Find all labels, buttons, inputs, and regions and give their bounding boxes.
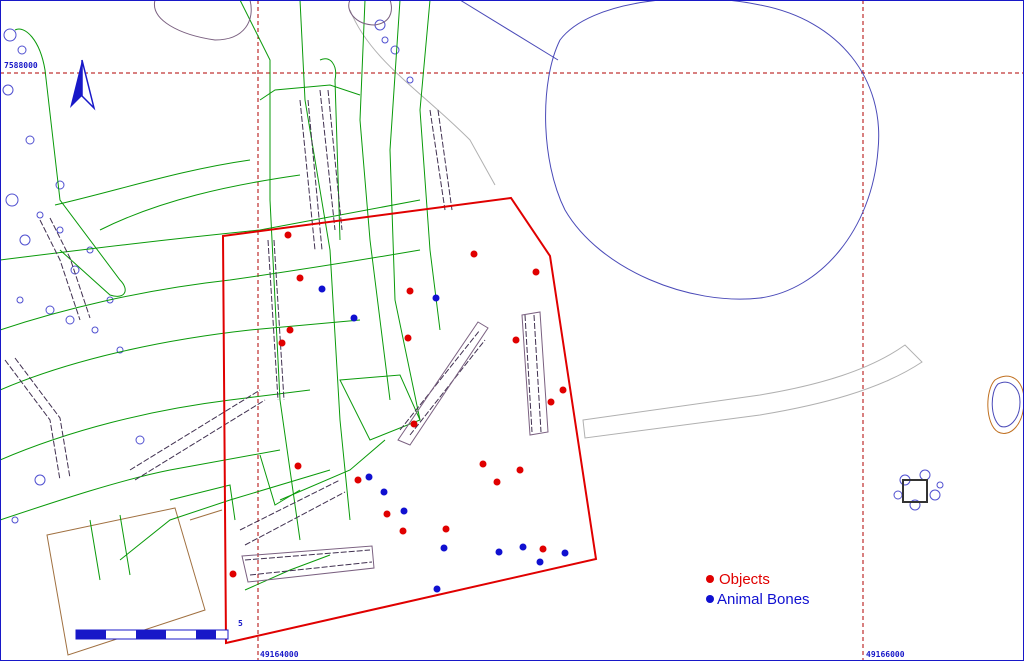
animal-bone-find-marker[interactable] xyxy=(536,558,544,566)
structure-outline xyxy=(46,507,223,656)
feature-outlines xyxy=(0,0,441,591)
object-find-marker[interactable] xyxy=(296,274,304,282)
legend-objects-label: Objects xyxy=(719,571,770,588)
trail-outline xyxy=(349,9,923,439)
object-find-marker[interactable] xyxy=(532,268,540,276)
object-find-marker[interactable] xyxy=(404,334,412,342)
stone-scatter xyxy=(2,19,944,524)
scale-bar: 5 xyxy=(75,619,243,640)
object-find-marker[interactable] xyxy=(516,466,524,474)
object-find-marker[interactable] xyxy=(559,386,567,394)
stone-feature-square xyxy=(902,479,928,503)
animal-bone-find-marker[interactable] xyxy=(432,294,440,302)
object-find-marker[interactable] xyxy=(512,336,520,344)
easting-label-1: 49164000 xyxy=(260,650,299,659)
northing-label: 7588000 xyxy=(4,61,38,70)
easting-label-2: 49166000 xyxy=(866,650,905,659)
object-find-marker[interactable] xyxy=(278,339,286,347)
animal-bone-find-marker[interactable] xyxy=(380,488,388,496)
legend-objects-marker xyxy=(706,575,714,583)
object-find-marker[interactable] xyxy=(284,231,292,239)
excavation-boundary xyxy=(221,196,598,645)
scale-bar-label: 5 xyxy=(238,619,243,628)
legend-animal-bones-marker xyxy=(706,595,714,603)
object-find-marker[interactable] xyxy=(410,420,418,428)
contour-lines xyxy=(459,0,1024,434)
animal-bone-find-marker[interactable] xyxy=(318,285,326,293)
animal-bone-find-marker[interactable] xyxy=(561,549,569,557)
animal-bone-find-marker[interactable] xyxy=(440,544,448,552)
object-find-marker[interactable] xyxy=(354,476,362,484)
animal-bone-find-marker[interactable] xyxy=(433,585,441,593)
object-find-marker[interactable] xyxy=(547,398,555,406)
object-find-marker[interactable] xyxy=(229,570,237,578)
object-find-marker[interactable] xyxy=(406,287,414,295)
object-find-marker[interactable] xyxy=(470,250,478,258)
animal-bone-find-marker[interactable] xyxy=(495,548,503,556)
object-find-marker[interactable] xyxy=(383,510,391,518)
animal-bone-find-marker[interactable] xyxy=(365,473,373,481)
hatched-features xyxy=(4,89,542,576)
animal-bone-find-marker[interactable] xyxy=(400,507,408,515)
north-arrow-icon xyxy=(70,59,96,111)
object-find-marker[interactable] xyxy=(479,460,487,468)
map-legend: Objects Animal Bones xyxy=(706,571,810,608)
object-find-marker[interactable] xyxy=(539,545,547,553)
legend-animal-bones-label: Animal Bones xyxy=(717,591,810,608)
object-find-marker[interactable] xyxy=(294,462,302,470)
animal-bone-find-marker[interactable] xyxy=(519,543,527,551)
objects-layer xyxy=(229,231,567,578)
object-find-marker[interactable] xyxy=(399,527,407,535)
animal-bone-find-marker[interactable] xyxy=(350,314,358,322)
hatched-feature-outlines xyxy=(154,0,549,583)
animal-bones-layer xyxy=(318,285,569,593)
object-find-marker[interactable] xyxy=(286,326,294,334)
object-find-marker[interactable] xyxy=(493,478,501,486)
object-find-marker[interactable] xyxy=(442,525,450,533)
